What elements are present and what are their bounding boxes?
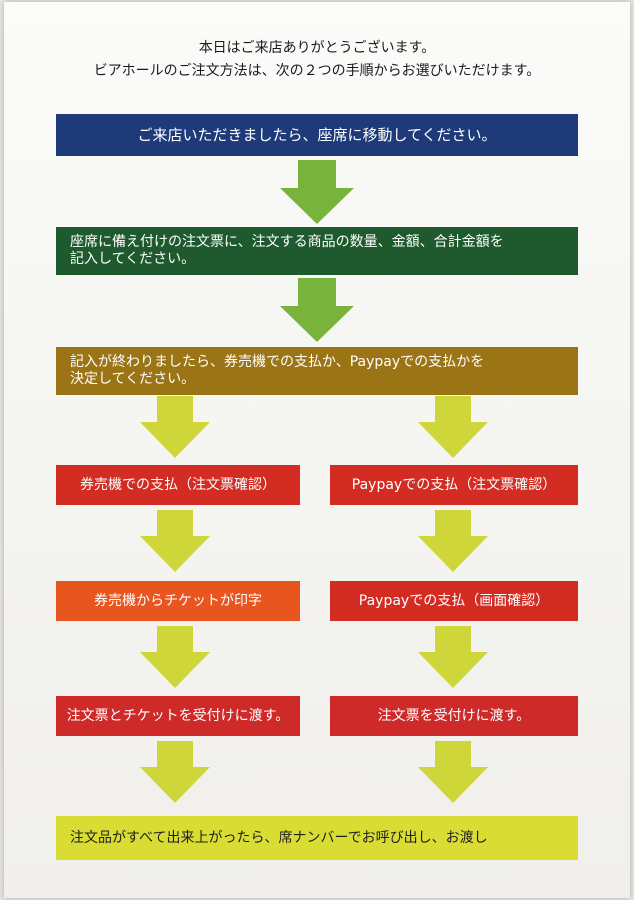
down-arrow-icon <box>140 396 210 458</box>
left-step-c-text: 注文票とチケットを受付けに渡す。 <box>66 707 290 724</box>
intro-line-2: ビアホールのご注文方法は、次の２つの手順からお選びいただけます。 <box>93 63 541 79</box>
down-arrow-icon <box>140 626 210 688</box>
step2-box: 座席に備え付けの注文票に、注文する商品の数量、金額、合計金額を 記入してください… <box>56 227 578 275</box>
left-step-b-text: 券売機からチケットが印字 <box>94 592 262 609</box>
step3-text-line2: 決定してください。 <box>70 371 196 387</box>
step1-text: ご来店いただきましたら、座席に移動してください。 <box>137 125 497 144</box>
down-arrow-icon <box>418 741 488 803</box>
intro-line-1: 本日はご来店ありがとうございます。 <box>198 40 436 56</box>
left-step-c-box: 注文票とチケットを受付けに渡す。 <box>56 696 300 736</box>
left-step-a-box: 券売機での支払（注文票確認） <box>56 465 300 505</box>
step2-text-line2: 記入してください。 <box>70 251 196 267</box>
down-arrow-icon <box>280 278 354 342</box>
right-step-c-box: 注文票を受付けに渡す。 <box>330 696 578 736</box>
final-step-text: 注文品がすべて出来上がったら、席ナンバーでお呼び出し、お渡し <box>70 829 488 846</box>
down-arrow-icon <box>280 160 354 224</box>
right-step-b-text: Paypayでの支払（画面確認） <box>358 592 550 609</box>
final-step-box: 注文品がすべて出来上がったら、席ナンバーでお呼び出し、お渡し <box>56 816 578 860</box>
step1-box: ご来店いただきましたら、座席に移動してください。 <box>56 114 578 156</box>
right-step-c-text: 注文票を受付けに渡す。 <box>377 707 531 724</box>
right-step-a-text: Paypayでの支払（注文票確認） <box>351 476 557 493</box>
step2-text-line1: 座席に備え付けの注文票に、注文する商品の数量、金額、合計金額を <box>70 234 504 250</box>
down-arrow-icon <box>418 396 488 458</box>
down-arrow-icon <box>418 510 488 572</box>
left-step-a-text: 券売機での支払（注文票確認） <box>80 476 276 493</box>
down-arrow-icon <box>140 741 210 803</box>
down-arrow-icon <box>418 626 488 688</box>
step3-box: 記入が終わりましたら、券売機での支払か、Paypayでの支払かを 決定してくださ… <box>56 347 578 395</box>
down-arrow-icon <box>140 510 210 572</box>
order-instructions-sheet: 本日はご来店ありがとうございます。 ビアホールのご注文方法は、次の２つの手順から… <box>4 2 630 898</box>
left-step-b-box: 券売機からチケットが印字 <box>56 581 300 621</box>
step3-text-line1: 記入が終わりましたら、券売機での支払か、Paypayでの支払かを <box>70 354 485 370</box>
right-step-b-box: Paypayでの支払（画面確認） <box>330 581 578 621</box>
right-step-a-box: Paypayでの支払（注文票確認） <box>330 465 578 505</box>
